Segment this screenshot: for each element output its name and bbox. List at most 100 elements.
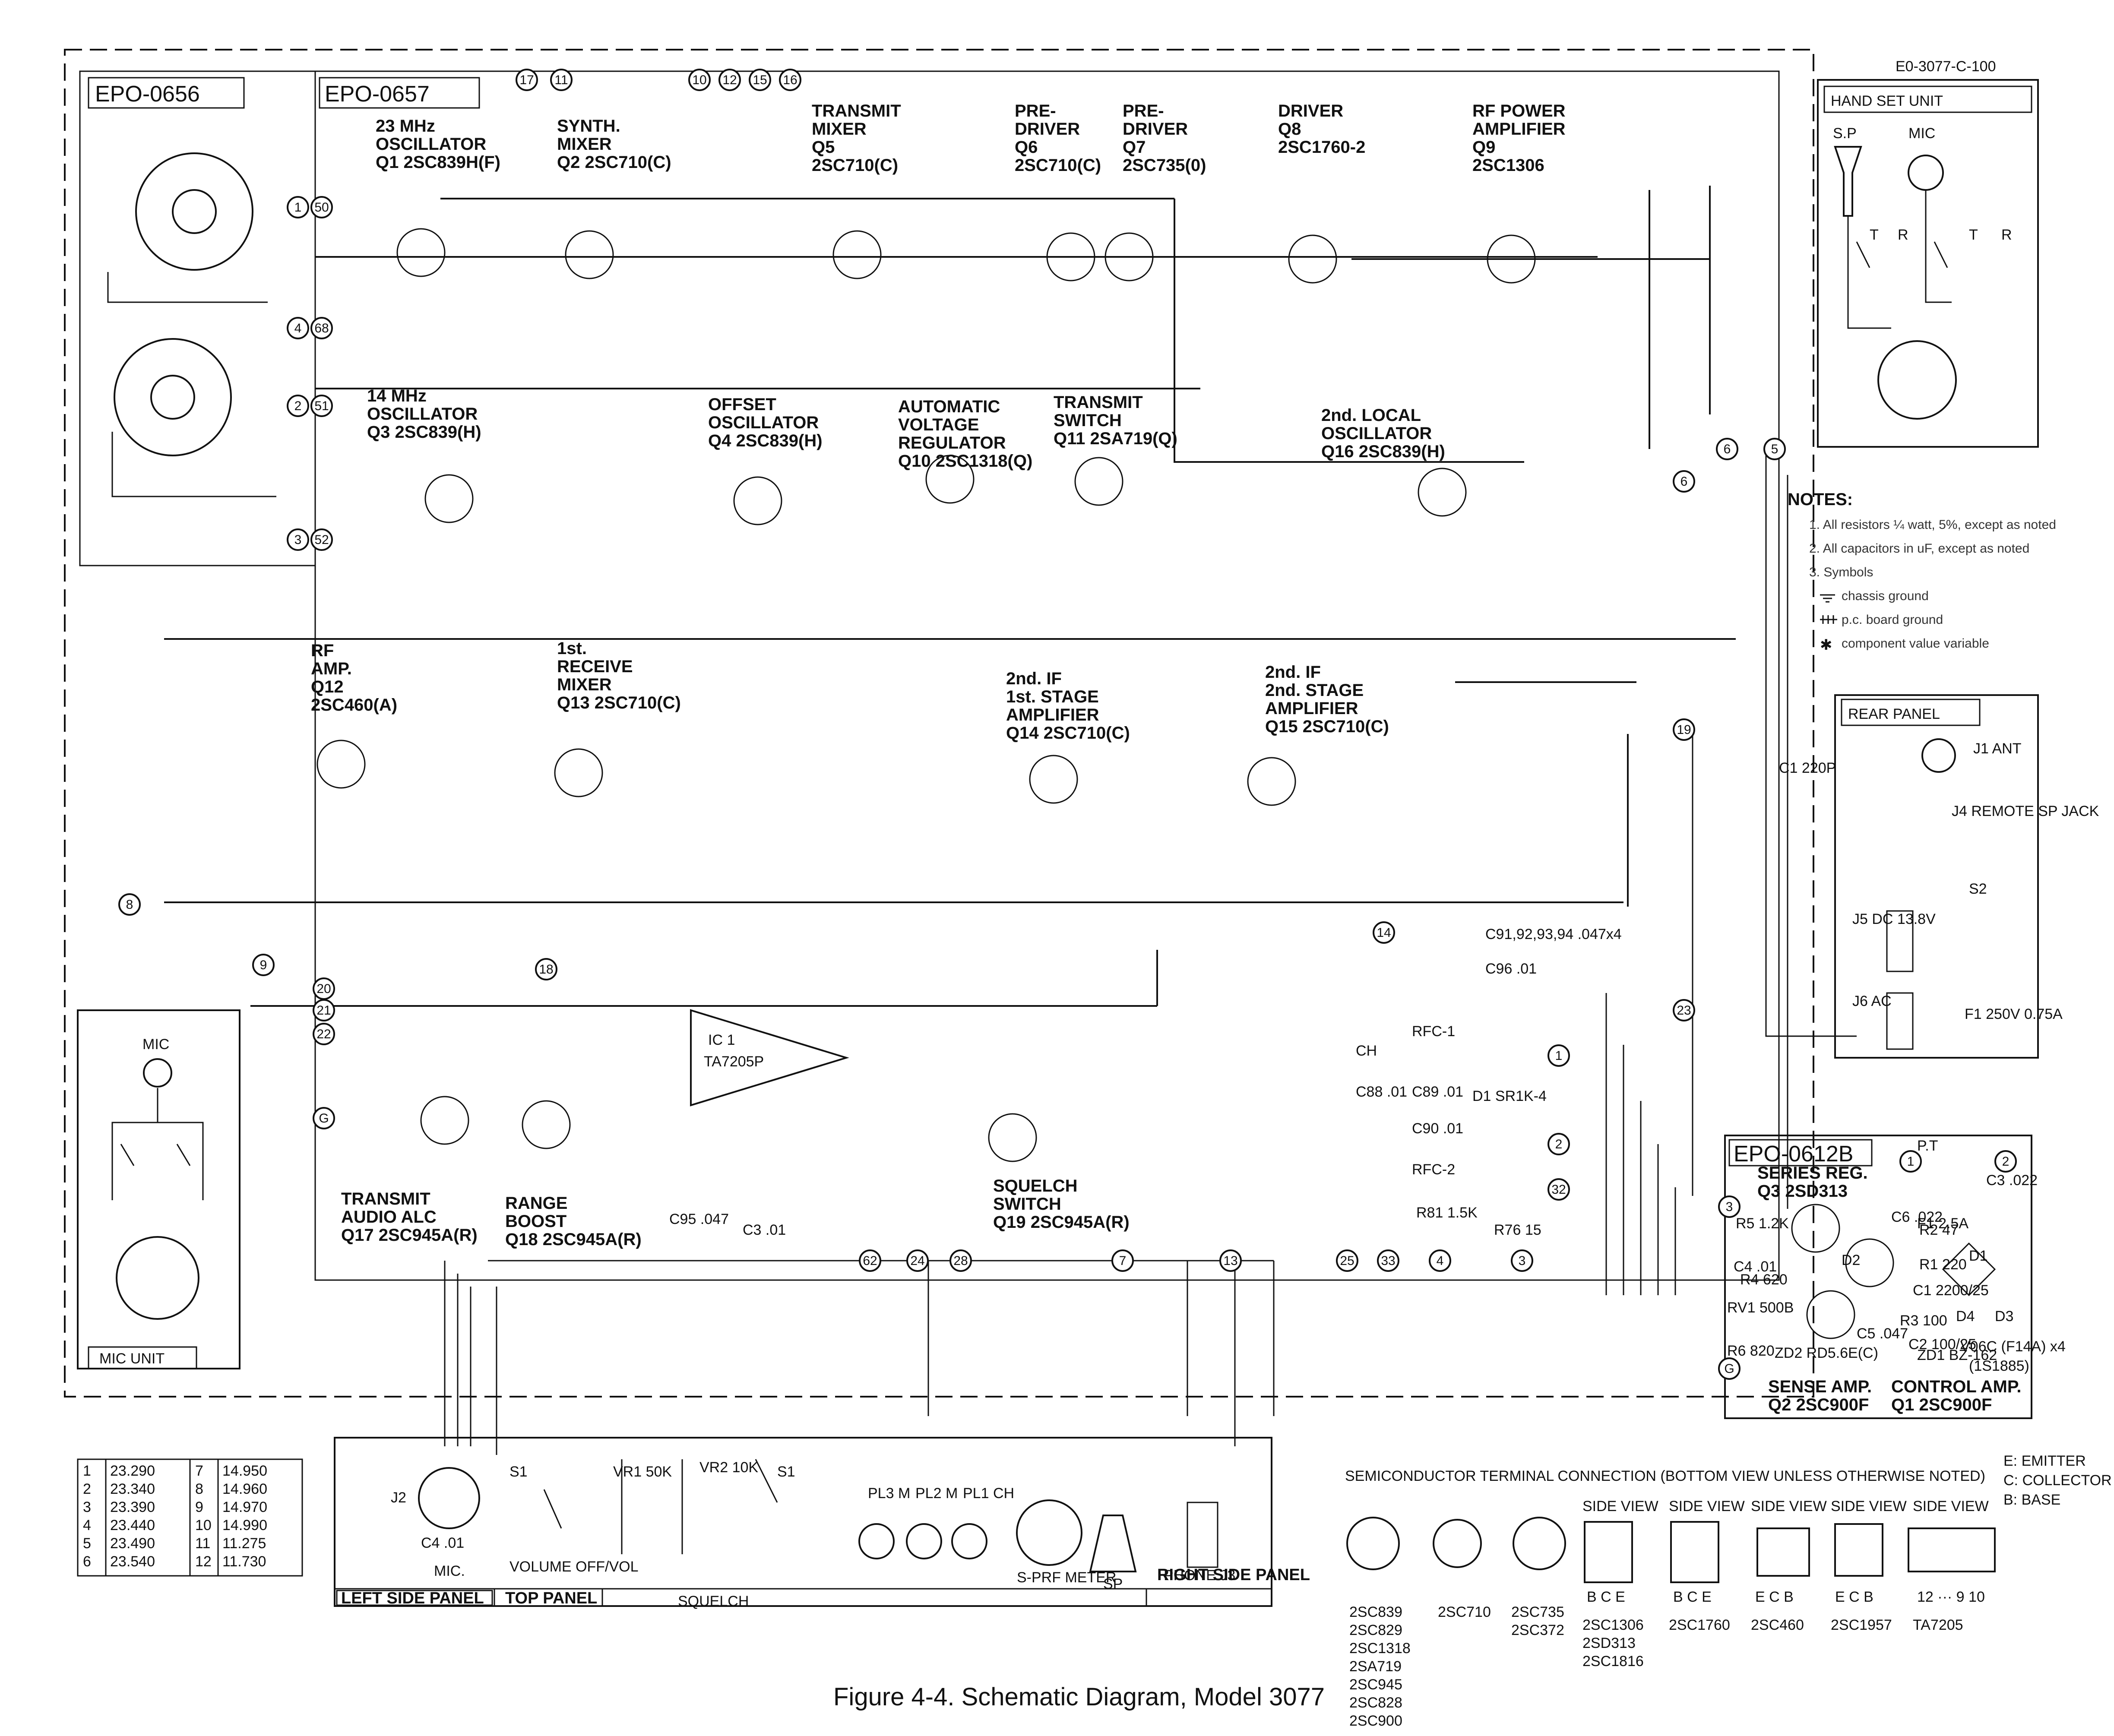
connector-node: 13	[1219, 1249, 1242, 1272]
connector-node-number: 3	[1519, 1254, 1526, 1268]
connector-node: 21	[313, 999, 335, 1021]
connector-node-number: 14	[1377, 926, 1391, 940]
mic-jack-j2-icon[interactable]	[418, 1467, 480, 1529]
stage-q5-line: 2SC710(C)	[812, 156, 898, 175]
connector-node: 1	[287, 196, 309, 218]
terminal-title: SEMICONDUCTOR TERMINAL CONNECTION (BOTTO…	[1345, 1468, 1985, 1484]
handset-t2: T	[1969, 227, 1978, 243]
crystal-table-cell: 14.990	[222, 1517, 267, 1534]
misc-part-label: RFC-2	[1412, 1161, 1455, 1178]
legend-emitter: E: EMITTER	[2003, 1453, 2086, 1469]
stage-q5-line: Q5	[812, 138, 835, 157]
power-part-label: R5 1.2K	[1736, 1215, 1789, 1232]
terminal-side-view-label: SIDE VIEW	[1831, 1498, 1907, 1515]
terminal-part-label: 2SC1957	[1831, 1617, 1892, 1633]
crystal-table-cell: 10	[195, 1517, 212, 1534]
crystal-table-cell: 23.540	[110, 1553, 155, 1570]
phone-jack-j3-icon[interactable]	[1187, 1502, 1218, 1568]
connector-node: 28	[949, 1249, 972, 1272]
epo-0657-board	[314, 70, 1780, 1281]
connector-node-number: 13	[1223, 1254, 1237, 1268]
sw1b-selector-icon[interactable]	[114, 338, 232, 456]
panel-part-label: VR1 50K	[613, 1464, 672, 1480]
handset-r2: R	[2001, 227, 2012, 243]
power-part-label: R6 820	[1727, 1343, 1775, 1359]
panel-part-label: PL3 M	[868, 1485, 910, 1502]
stage-q7-line: 2SC735(0)	[1123, 156, 1206, 175]
terminal-pin-order: 12 ··· 9 10	[1917, 1589, 1985, 1605]
connector-node: 14	[1373, 921, 1395, 944]
stage-q18-line: Q18 2SC945A(R)	[505, 1230, 642, 1249]
crystal-table-cell: 2	[83, 1481, 91, 1497]
connector-node: 52	[310, 528, 333, 551]
crystal-table-cell: 12	[195, 1553, 212, 1570]
stage-q4-line: Q4 2SC839(H)	[708, 431, 823, 450]
stage-q8-line: DRIVER	[1278, 101, 1343, 120]
misc-part-label: C89 .01	[1412, 1084, 1463, 1100]
terminal-part-label: TA7205	[1913, 1617, 1963, 1633]
connector-node: 23	[1673, 999, 1695, 1021]
connector-node-number: 21	[316, 1003, 331, 1018]
connector-node-number: 23	[1677, 1003, 1691, 1018]
connector-node: 1	[1899, 1150, 1922, 1173]
connector-node-number: G	[1724, 1362, 1734, 1376]
note-2: 2. All capacitors in uF, except as noted	[1809, 541, 2029, 556]
terminal-part-label: 2SC710	[1438, 1604, 1491, 1620]
connector-node: 50	[310, 196, 333, 218]
mic-unit	[77, 1009, 241, 1369]
crystal-table-cell: 11.730	[222, 1553, 266, 1570]
connector-node: 2	[1994, 1150, 2017, 1173]
notes-block: NOTES: 1. All resistors ¼ watt, 5%, exce…	[1788, 490, 2056, 653]
terminal-pin-order: B C E	[1673, 1589, 1712, 1605]
stage-q19-line: SQUELCH	[993, 1176, 1078, 1195]
stage-q2-line: Q2 2SC710(C)	[557, 153, 671, 172]
left-side-panel-label: LEFT SIDE PANEL	[341, 1589, 484, 1607]
stage-q15-line: AMPLIFIER	[1265, 699, 1358, 718]
terminal-part-label: 2SC460	[1751, 1617, 1804, 1633]
power-part-label: C6 .022	[1891, 1209, 1943, 1225]
stage-q17-line: Q17 2SC945A(R)	[341, 1226, 478, 1245]
stage-q6-line: Q6	[1015, 138, 1038, 157]
panel-part-label: VOLUME OFF/VOL	[510, 1559, 639, 1575]
connector-node: 24	[906, 1249, 929, 1272]
connector-node: 62	[859, 1249, 881, 1272]
right-side-panel-label: RIGHT SIDE PANEL	[1157, 1566, 1310, 1584]
power-part-label: (1S1885)	[1969, 1358, 2029, 1374]
crystal-table-cell: 1	[83, 1463, 91, 1479]
connector-node: 51	[310, 395, 333, 417]
connector-node: 20	[313, 977, 335, 1000]
main-chassis-outline	[64, 49, 1814, 1398]
front-panel-outline	[334, 1437, 1272, 1607]
stage-q1-line: Q1 2SC839H(F)	[376, 153, 500, 172]
terminal-connection: SEMICONDUCTOR TERMINAL CONNECTION (BOTTO…	[1345, 1453, 2112, 1729]
terminal-part-label: 2SC900	[1349, 1713, 1402, 1729]
speaker-sp-icon	[1089, 1515, 1137, 1572]
stage-q15-line: 2nd. STAGE	[1265, 681, 1364, 700]
power-part-label: C1 2200/25	[1913, 1282, 1989, 1299]
stage-q1b-line: CONTROL AMP.	[1891, 1377, 2022, 1396]
connector-node: 15	[749, 69, 771, 91]
misc-part-label: R76 15	[1494, 1222, 1541, 1238]
stage-q13-line: RECEIVE	[557, 657, 633, 676]
power-part-label: C4 .01	[1734, 1259, 1777, 1275]
connector-node-number: 4	[294, 321, 302, 335]
connector-node-number: 9	[260, 958, 267, 972]
stage-q11-line: SWITCH	[1054, 411, 1122, 430]
connector-node: 4	[1429, 1249, 1451, 1272]
power-part-label: R4 620	[1740, 1271, 1788, 1288]
sw1a-selector-icon[interactable]	[135, 152, 253, 271]
terminal-pin-order: B C E	[1587, 1589, 1625, 1605]
crystal-table-cell: 9	[195, 1499, 203, 1515]
mic-connector-icon	[116, 1236, 199, 1320]
connector-node-number: 7	[1119, 1254, 1127, 1268]
volume-squelch-controls[interactable]	[543, 1459, 778, 1554]
crystal-table-cell: 23.340	[110, 1481, 155, 1497]
connector-node-number: 52	[314, 533, 329, 547]
misc-part-label: C96 .01	[1485, 961, 1537, 977]
connector-node-number: 25	[1340, 1254, 1354, 1268]
stage-q14-line: Q14 2SC710(C)	[1006, 724, 1130, 743]
crystal-table-cell: 14.960	[222, 1481, 267, 1497]
